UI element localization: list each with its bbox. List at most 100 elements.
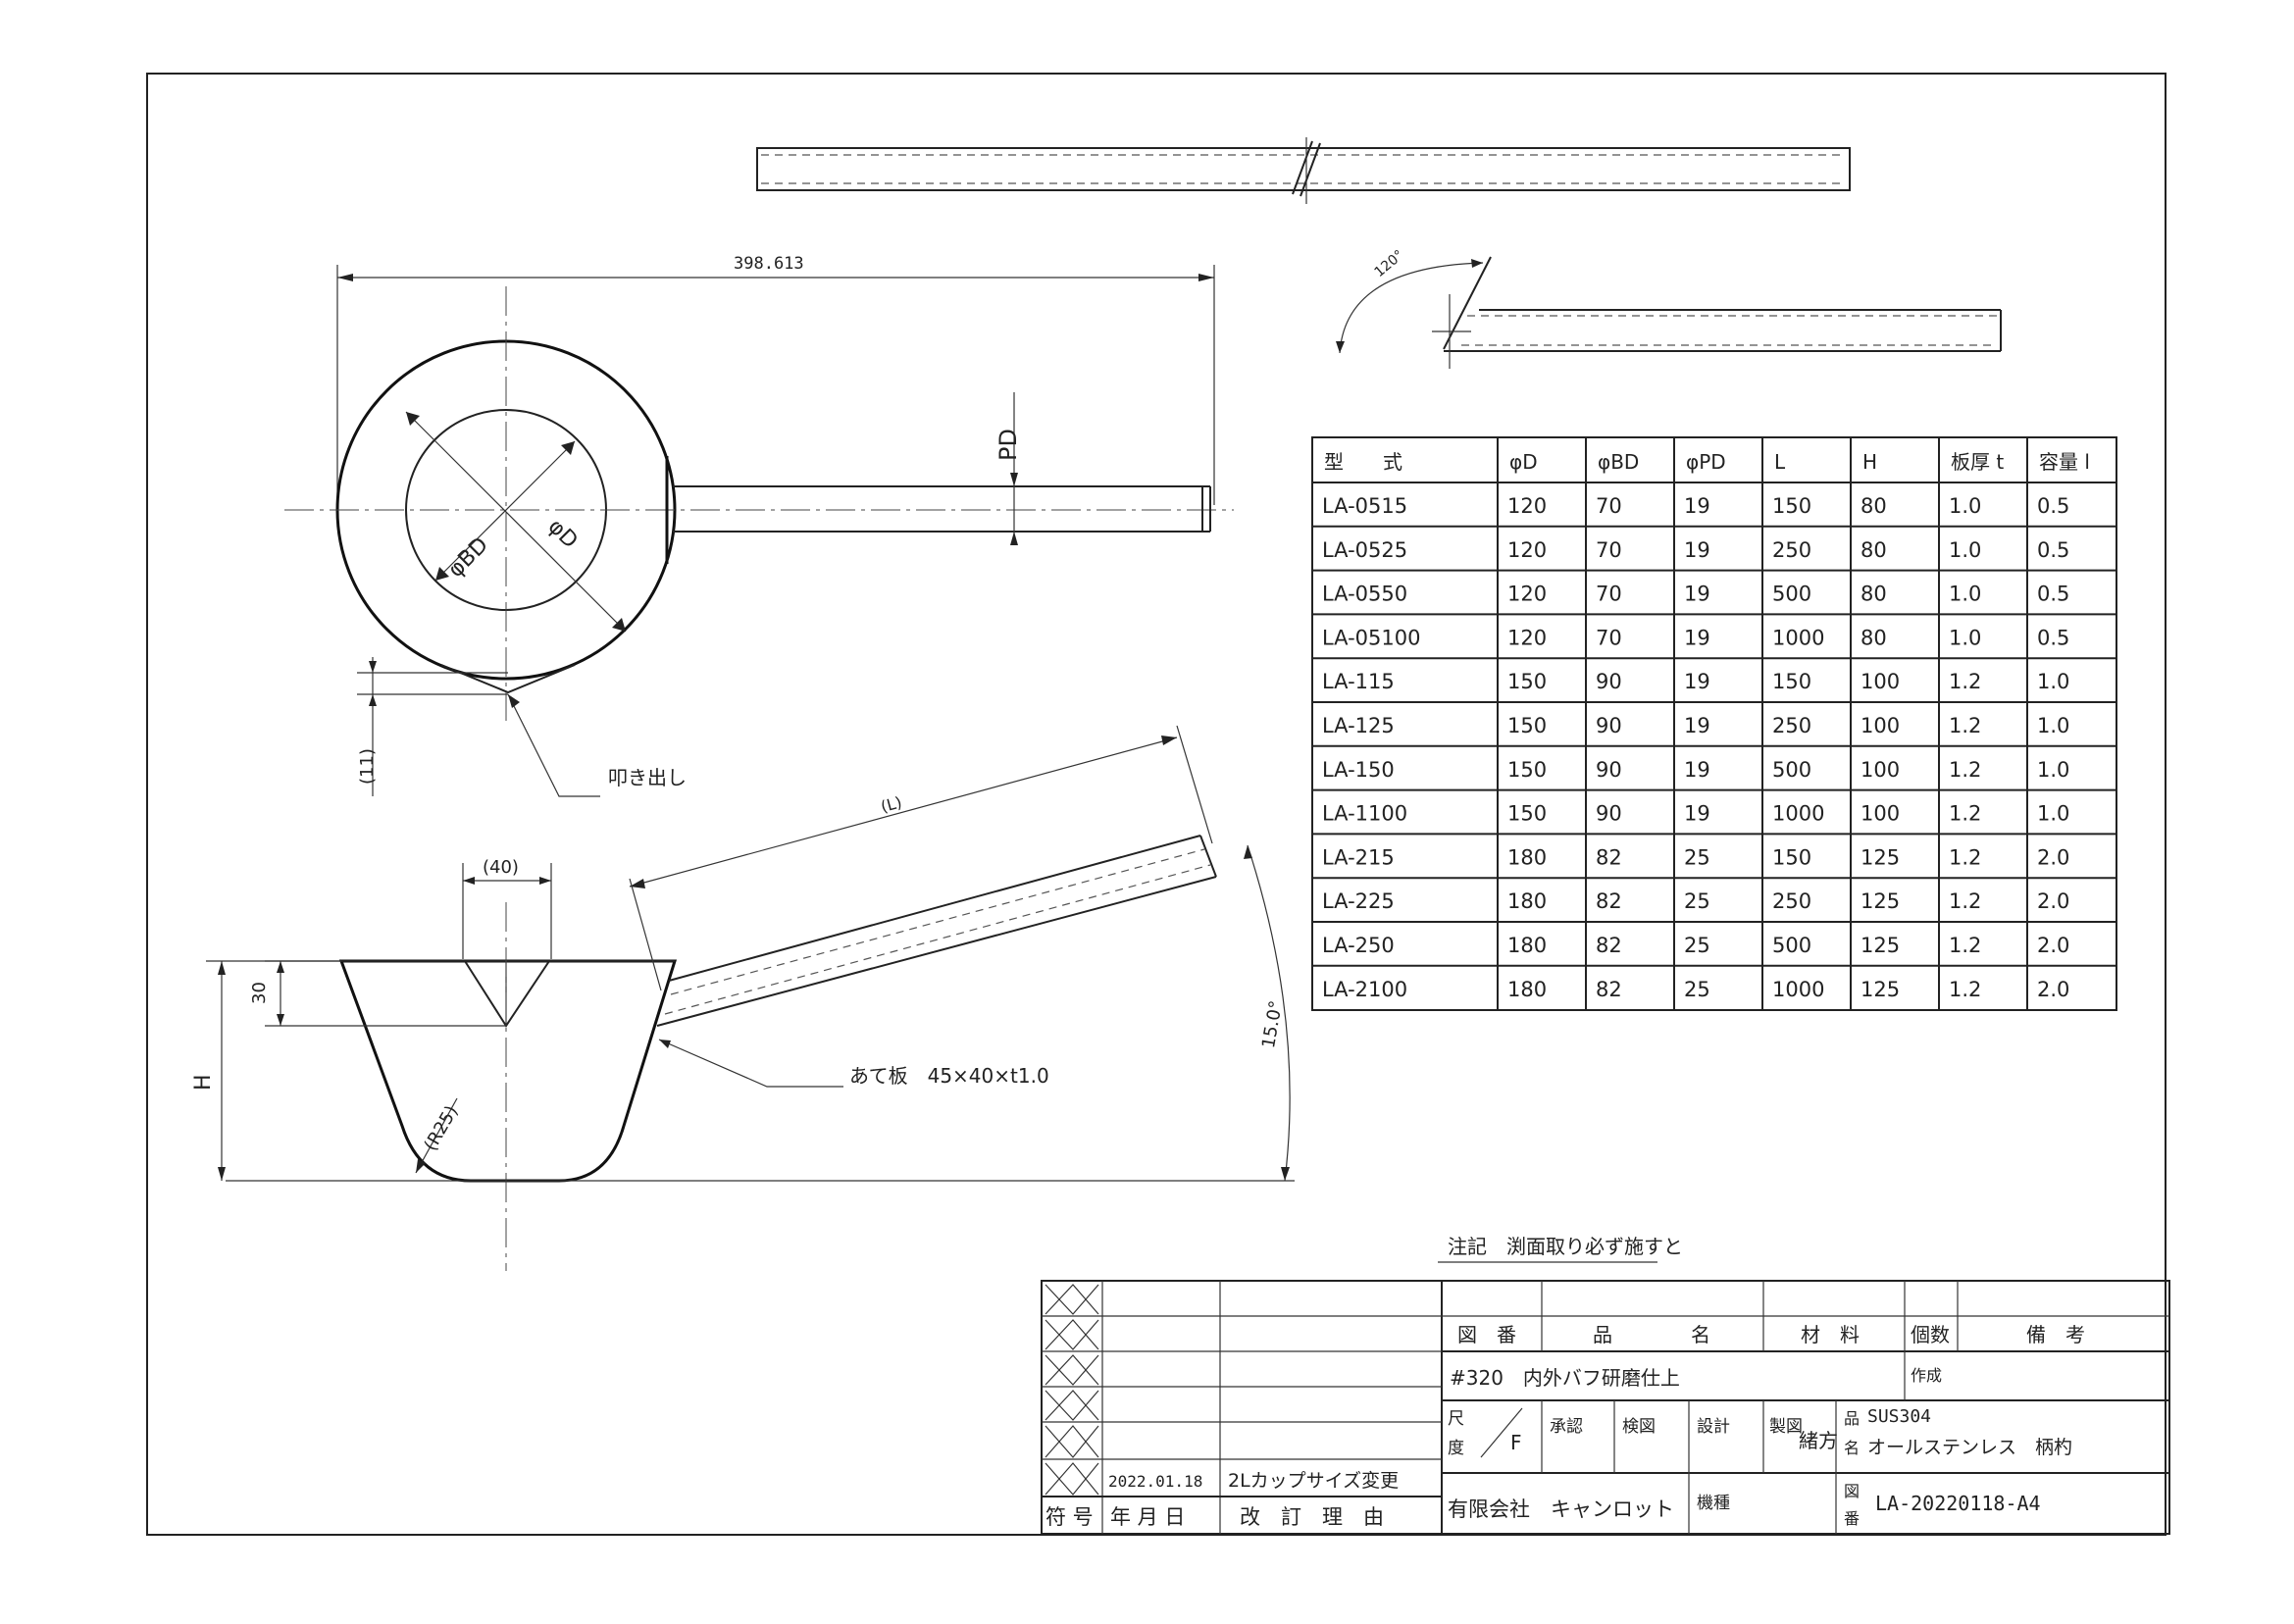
table-cell: 19 <box>1684 583 1710 606</box>
table-cell: 500 <box>1772 583 1811 606</box>
table-cell: 25 <box>1684 934 1710 957</box>
table-cell: 1.0 <box>2037 714 2069 737</box>
mei-label: 名 <box>1844 1439 1860 1457</box>
dim-overall-length: 398.613 <box>734 254 804 274</box>
table-cell: 100 <box>1861 758 1900 782</box>
table-cell: 1.0 <box>2037 802 2069 826</box>
table-header-cell: φD <box>1509 450 1538 474</box>
table-cell: 82 <box>1596 978 1622 1001</box>
table-cell: 80 <box>1861 494 1887 518</box>
table-cell: 120 <box>1507 583 1547 606</box>
side-view: (L) (40) 30 H (R25) 15.0° あて板 45×40 <box>191 725 1295 1271</box>
table-cell: 19 <box>1684 758 1710 782</box>
rev-reason: 2Lカップサイズ変更 <box>1228 1470 1399 1492</box>
table-cell: 180 <box>1507 845 1547 869</box>
table-cell: 150 <box>1772 494 1811 518</box>
table-cell: 1.0 <box>2037 670 2069 693</box>
dim-angle-handle: 15.0° <box>1258 999 1287 1050</box>
dim-handle-length: (L) <box>879 792 904 816</box>
dim-spout-height: (11) <box>357 748 378 785</box>
table-cell: 150 <box>1507 802 1547 826</box>
table-cell: LA-0550 <box>1322 583 1407 606</box>
table-cell: 90 <box>1596 714 1622 737</box>
zairyo-header: 材 料 <box>1801 1323 1860 1346</box>
zuban-header: 図 番 <box>1457 1323 1516 1346</box>
table-cell: 180 <box>1507 978 1547 1001</box>
title-block: 2022.01.18 2Lカップサイズ変更 符 号 年 月 日 改 訂 理 由 … <box>1041 1280 2170 1535</box>
table-cell: 180 <box>1507 889 1547 913</box>
dim-spout-depth: 30 <box>249 982 270 1004</box>
biko-header: 備 考 <box>2026 1323 2085 1346</box>
dim-pd: PD <box>994 429 1022 461</box>
kishu-label: 機種 <box>1697 1494 1730 1513</box>
table-cell: 150 <box>1507 758 1547 782</box>
table-header-cell: H <box>1862 450 1877 474</box>
hin-label: 品 <box>1844 1409 1860 1428</box>
table-cell: 0.5 <box>2037 538 2069 562</box>
zu-label: 図 <box>1844 1482 1860 1500</box>
label-spout: 叩き出し <box>608 766 687 789</box>
table-cell: 1.2 <box>1949 802 1981 826</box>
table-cell: 82 <box>1596 934 1622 957</box>
table-cell: LA-225 <box>1322 889 1395 913</box>
hokata-name: 緒方 <box>1799 1429 1838 1452</box>
table-cell: LA-1100 <box>1322 802 1407 826</box>
sakusei-label: 作成 <box>1911 1366 1942 1385</box>
table-cell: LA-2100 <box>1322 978 1407 1001</box>
ban-label: 番 <box>1844 1509 1860 1528</box>
table-cell: 100 <box>1861 714 1900 737</box>
table-header-cell: φBD <box>1598 450 1639 474</box>
table-cell: 1.0 <box>1949 626 1981 649</box>
table-cell: LA-150 <box>1322 758 1395 782</box>
table-header-cell: φPD <box>1686 450 1726 474</box>
table-cell: 90 <box>1596 802 1622 826</box>
table-cell: 100 <box>1861 670 1900 693</box>
table-cell: 1.2 <box>1949 889 1981 913</box>
table-cell: 250 <box>1772 714 1811 737</box>
table-cell: 25 <box>1684 978 1710 1001</box>
table-cell: 120 <box>1507 494 1547 518</box>
table-cell: 2.0 <box>2037 934 2069 957</box>
table-cell: 2.0 <box>2037 889 2069 913</box>
table-cell: 19 <box>1684 802 1710 826</box>
table-cell: 90 <box>1596 758 1622 782</box>
table-cell: 500 <box>1772 758 1811 782</box>
table-cell: 180 <box>1507 934 1547 957</box>
rev-reason-header: 改 訂 理 由 <box>1240 1505 1384 1529</box>
table-cell: 250 <box>1772 538 1811 562</box>
table-cell: 1000 <box>1772 978 1824 1001</box>
table-header-cell: L <box>1774 450 1786 474</box>
table-cell: 0.5 <box>2037 626 2069 649</box>
bowl-side-outline <box>338 959 678 1183</box>
table-cell: 80 <box>1861 626 1887 649</box>
bent-handle-view: 120° <box>1336 247 2002 369</box>
table-cell: 19 <box>1684 626 1710 649</box>
table-cell: 120 <box>1507 626 1547 649</box>
table-cell: LA-215 <box>1322 845 1395 869</box>
rev-date: 2022.01.18 <box>1108 1472 1202 1491</box>
table-cell: 19 <box>1684 538 1710 562</box>
table-cell: 1.0 <box>1949 494 1981 518</box>
kenzu-label: 検図 <box>1622 1417 1656 1437</box>
table-cell: 80 <box>1861 583 1887 606</box>
table-cell: LA-05100 <box>1322 626 1420 649</box>
dim-phi-d: φD <box>543 515 583 554</box>
scale-value: F <box>1510 1431 1522 1454</box>
table-cell: LA-0525 <box>1322 538 1407 562</box>
table-header-cell: 型 式 <box>1324 450 1402 474</box>
table-cell: 19 <box>1684 670 1710 693</box>
dim-phi-bd: φBD <box>443 533 493 583</box>
table-cell: LA-250 <box>1322 934 1395 957</box>
material-value: SUS304 <box>1867 1406 1931 1427</box>
table-cell: 2.0 <box>2037 845 2069 869</box>
company-name: 有限会社 キャンロット <box>1448 1497 1674 1521</box>
table-header-cell: 板厚 t <box>1951 450 2004 474</box>
table-cell: 500 <box>1772 934 1811 957</box>
table-cell: LA-115 <box>1322 670 1395 693</box>
dim-radius: (R25) <box>421 1102 463 1154</box>
label-plate: あて板 45×40×t1.0 <box>849 1064 1049 1088</box>
dim-spout-width: (40) <box>483 857 519 878</box>
table-cell: LA-125 <box>1322 714 1395 737</box>
table-cell: 70 <box>1596 626 1622 649</box>
